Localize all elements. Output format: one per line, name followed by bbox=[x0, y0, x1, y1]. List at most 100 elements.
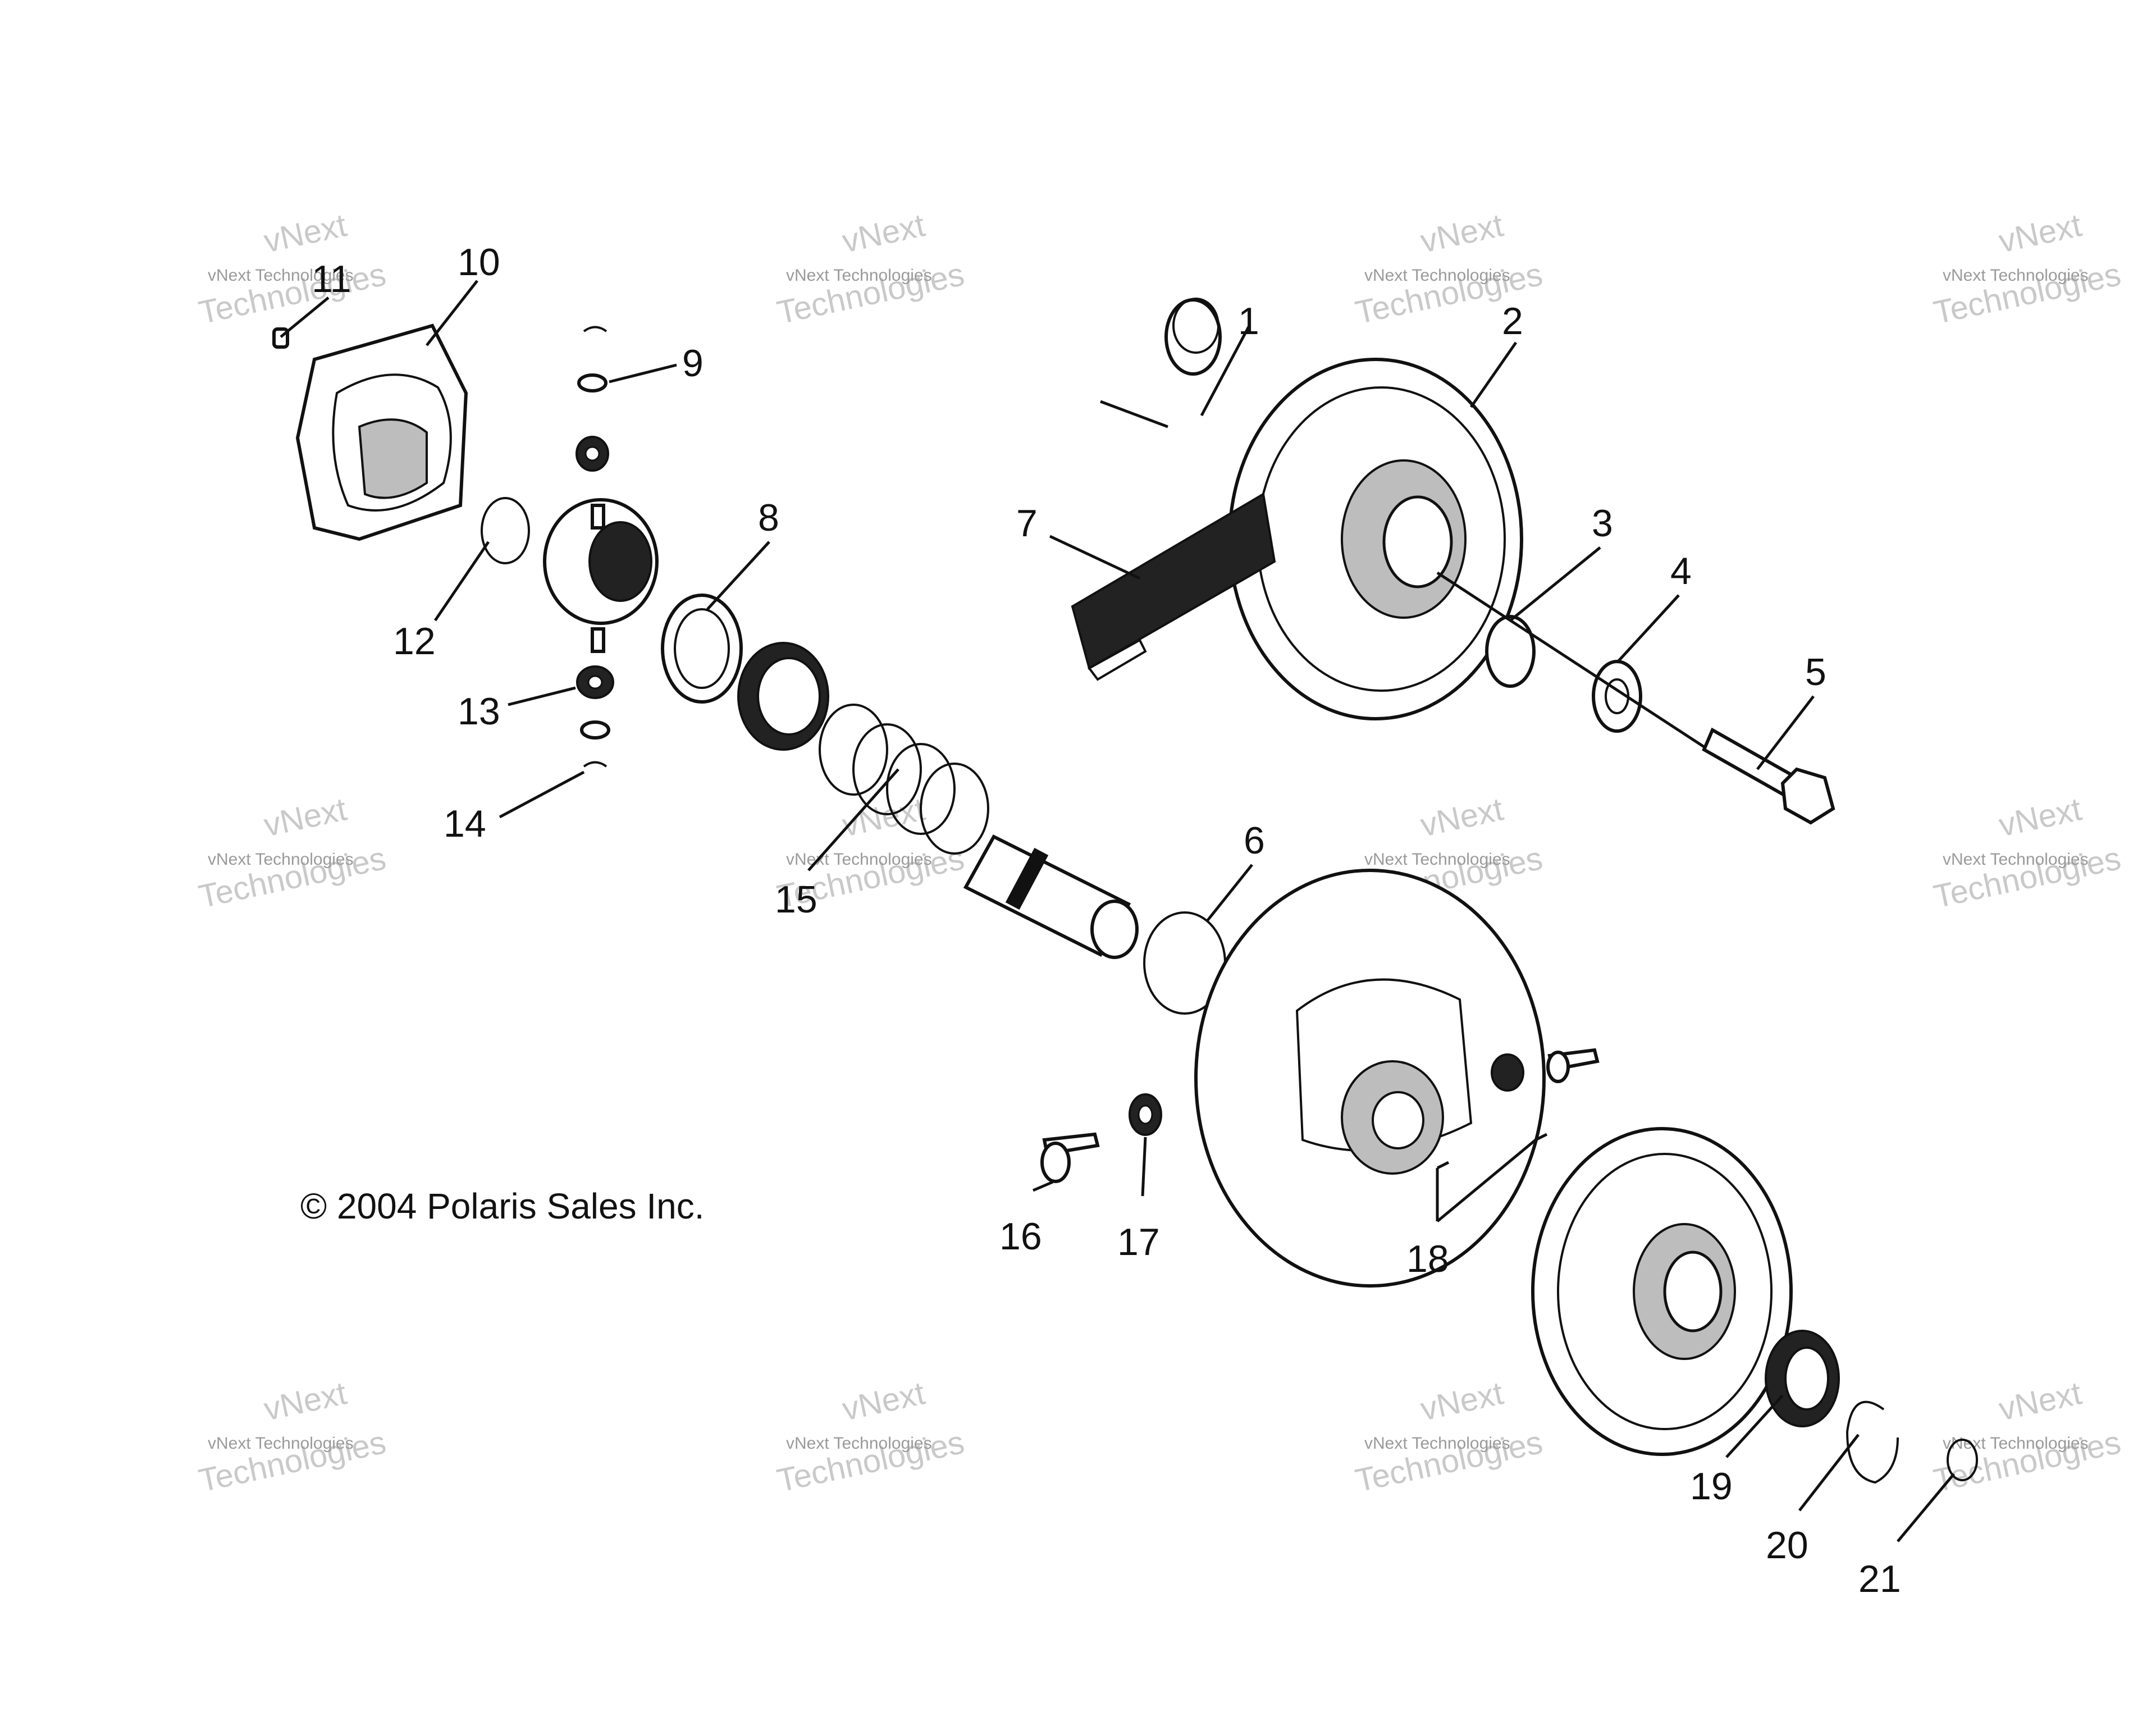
svg-text:vNext: vNext bbox=[839, 1375, 928, 1427]
watermark: vNext Technologies vNext Technologies bbox=[774, 1375, 967, 1499]
part-shaft-sleeve bbox=[963, 834, 1139, 959]
callout-13: 13 bbox=[458, 690, 500, 733]
watermark: vNext Technologies vNext Technologies bbox=[195, 1375, 389, 1499]
part-7-drive-belt bbox=[1071, 492, 1276, 681]
part-16-pin bbox=[1040, 1132, 1100, 1183]
callout-6: 6 bbox=[1244, 819, 1265, 862]
watermark: vNext Technologies vNext Technologies bbox=[1930, 207, 2124, 331]
leader-2 bbox=[1469, 341, 1518, 408]
leader-lines bbox=[280, 280, 1955, 1543]
leader-9 bbox=[609, 363, 677, 384]
callout-14: 14 bbox=[444, 802, 486, 845]
callout-15: 15 bbox=[775, 878, 817, 921]
part-5-bolt bbox=[1702, 727, 1835, 825]
part-14-clip bbox=[583, 761, 607, 768]
svg-text:vNext Technologies: vNext Technologies bbox=[1364, 850, 1510, 869]
leader-13 bbox=[508, 686, 576, 706]
svg-text:vNext Technologies: vNext Technologies bbox=[208, 266, 354, 285]
svg-text:vNext: vNext bbox=[1995, 1375, 2085, 1427]
svg-text:vNext Technologies: vNext Technologies bbox=[208, 850, 354, 869]
part-15-spring bbox=[819, 704, 989, 855]
leader-4 bbox=[1616, 594, 1680, 664]
part-18-pins bbox=[1436, 1133, 1548, 1170]
callout-17: 17 bbox=[1117, 1221, 1160, 1263]
callouts: 1 2 3 4 5 6 7 8 9 10 11 12 13 14 15 16 1… bbox=[312, 241, 1901, 1600]
svg-text:vNext Technologies: vNext Technologies bbox=[786, 1434, 932, 1453]
part-spider-hub bbox=[543, 498, 659, 653]
callout-2: 2 bbox=[1502, 300, 1523, 343]
svg-text:vNext: vNext bbox=[261, 207, 350, 259]
svg-text:vNext: vNext bbox=[261, 1375, 350, 1427]
leader-11 bbox=[280, 296, 330, 338]
part-2-moveable-sheave bbox=[1228, 358, 1523, 720]
svg-text:vNext: vNext bbox=[1417, 791, 1506, 843]
leader-3 bbox=[1509, 546, 1601, 622]
part-4-washer bbox=[1592, 660, 1642, 733]
copyright-notice: © 2004 Polaris Sales Inc. bbox=[300, 1186, 705, 1226]
svg-text:vNext: vNext bbox=[1995, 791, 2085, 843]
svg-text:vNext Technologies: vNext Technologies bbox=[786, 850, 932, 869]
leader-17 bbox=[1141, 1137, 1147, 1197]
callout-1: 1 bbox=[1238, 300, 1259, 343]
part-12-snap-ring bbox=[481, 497, 530, 564]
callout-3: 3 bbox=[1592, 502, 1613, 545]
svg-text:vNext: vNext bbox=[1417, 207, 1506, 259]
leader-6 bbox=[1206, 864, 1253, 922]
leader-10 bbox=[426, 280, 478, 346]
callout-7: 7 bbox=[1016, 502, 1038, 545]
svg-text:vNext Technologies: vNext Technologies bbox=[1364, 266, 1510, 285]
part-9-clip-washer bbox=[575, 326, 609, 472]
leader-8 bbox=[706, 541, 770, 610]
part-13-bushing bbox=[576, 665, 614, 740]
axis-line-right bbox=[1436, 571, 1705, 749]
watermark: vNext Technologies vNext Technologies bbox=[1352, 1375, 1546, 1499]
callout-16: 16 bbox=[999, 1215, 1042, 1258]
part-fixed-sheave bbox=[1194, 869, 1546, 1288]
leader-7 bbox=[1049, 535, 1141, 580]
callout-18: 18 bbox=[1406, 1238, 1449, 1280]
leader-20 bbox=[1798, 1434, 1860, 1512]
part-seal bbox=[737, 642, 829, 751]
leader-16 bbox=[1033, 1180, 1053, 1192]
callout-5: 5 bbox=[1805, 651, 1826, 693]
svg-text:vNext Technologies: vNext Technologies bbox=[1943, 850, 2089, 869]
watermark: vNext Technologies vNext Technologies bbox=[1930, 791, 2124, 915]
svg-text:vNext Technologies: vNext Technologies bbox=[1364, 1434, 1510, 1453]
svg-text:vNext: vNext bbox=[1417, 1375, 1506, 1427]
callout-4: 4 bbox=[1670, 550, 1692, 592]
axis-line-top bbox=[1100, 400, 1168, 428]
svg-text:vNext Technologies: vNext Technologies bbox=[208, 1434, 354, 1453]
part-8-tab-washer bbox=[661, 594, 743, 704]
part-20-snap-ring bbox=[1846, 1400, 1899, 1484]
svg-text:vNext: vNext bbox=[839, 791, 928, 843]
svg-text:vNext: vNext bbox=[261, 791, 350, 843]
part-19-bearing bbox=[1765, 1330, 1840, 1427]
leader-15 bbox=[807, 768, 899, 871]
part-1-bushing bbox=[1164, 298, 1222, 376]
part-roller-right bbox=[1491, 1048, 1600, 1092]
leader-18b bbox=[1436, 1139, 1537, 1222]
callout-12: 12 bbox=[393, 620, 436, 663]
leader-12 bbox=[433, 541, 490, 622]
svg-text:vNext: vNext bbox=[839, 207, 928, 259]
callout-21: 21 bbox=[1858, 1558, 1901, 1600]
callout-19: 19 bbox=[1690, 1465, 1733, 1508]
part-10-cover bbox=[295, 323, 468, 541]
svg-text:vNext Technologies: vNext Technologies bbox=[1943, 1434, 2089, 1453]
leader-14 bbox=[499, 770, 585, 819]
svg-text:vNext: vNext bbox=[1995, 207, 2085, 259]
callout-8: 8 bbox=[758, 496, 779, 539]
part-3-washer bbox=[1485, 615, 1536, 688]
svg-text:vNext Technologies: vNext Technologies bbox=[786, 266, 932, 285]
callout-10: 10 bbox=[458, 241, 500, 284]
watermark: vNext Technologies vNext Technologies bbox=[774, 207, 967, 331]
callout-9: 9 bbox=[682, 342, 704, 385]
leader-19 bbox=[1725, 1394, 1784, 1458]
callout-11: 11 bbox=[312, 258, 351, 300]
leader-5 bbox=[1756, 695, 1815, 770]
part-helix bbox=[1531, 1127, 1793, 1456]
callout-20: 20 bbox=[1766, 1524, 1808, 1567]
svg-text:vNext Technologies: vNext Technologies bbox=[1943, 266, 2089, 285]
part-17-roller bbox=[1129, 1093, 1162, 1136]
